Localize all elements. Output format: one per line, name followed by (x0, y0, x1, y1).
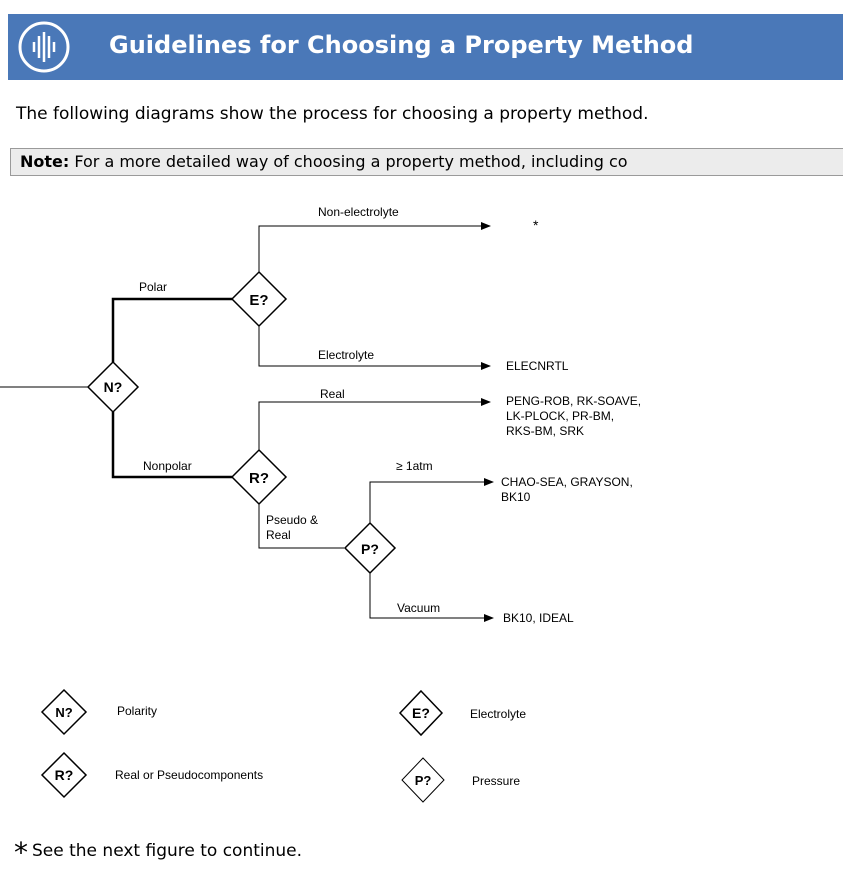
note-label: Note: (20, 152, 70, 171)
node-label-polarity: N? (104, 379, 123, 395)
footnote-asterisk: * (14, 836, 28, 869)
legend-polarity-symbol: N? (40, 688, 88, 736)
branch-label-pseudo-real-1: Pseudo & (266, 513, 318, 527)
note-text: For a more detailed way of choosing a pr… (69, 152, 628, 171)
node-label-pressure: P? (361, 541, 379, 557)
help-topic-logo-icon (18, 21, 70, 73)
branch-label-non-electrolyte: Non-electrolyte (318, 205, 399, 219)
result-high-pressure-1: CHAO-SEA, GRAYSON, (501, 475, 633, 489)
legend-electrolyte-symbol: E? (398, 689, 444, 737)
title-bar: Guidelines for Choosing a Property Metho… (8, 14, 843, 80)
note-box: Note: For a more detailed way of choosin… (10, 148, 843, 176)
node-label-electrolyte: E? (249, 292, 268, 309)
node-label-real-pseudo: R? (249, 470, 269, 487)
legend: N? Polarity E? Electrolyte R? Real or Ps… (40, 688, 526, 803)
result-real-1: PENG-ROB, RK-SOAVE, (506, 394, 641, 408)
legend-node-electrolyte: E? (412, 705, 430, 721)
result-high-pressure-2: BK10 (501, 490, 531, 504)
intro-text: The following diagrams show the process … (16, 104, 649, 124)
legend-real-pseudo-symbol: R? (40, 751, 88, 799)
branch-label-polar: Polar (139, 280, 167, 294)
footnote: *See the next figure to continue. (14, 836, 302, 869)
footnote-text: See the next figure to continue. (32, 841, 303, 861)
branch-label-electrolyte: Electrolyte (318, 348, 374, 362)
legend-node-pressure: P? (415, 773, 432, 788)
legend-node-polarity: N? (55, 705, 72, 720)
branch-label-nonpolar: Nonpolar (143, 459, 192, 473)
result-non-electrolyte: * (533, 217, 539, 233)
legend-label-real-pseudo: Real or Pseudocomponents (115, 768, 263, 782)
result-vacuum: BK10, IDEAL (503, 611, 574, 625)
page-title: Guidelines for Choosing a Property Metho… (109, 31, 694, 59)
decision-node-pressure: P? (343, 521, 397, 575)
decision-node-electrolyte: E? (230, 270, 288, 328)
result-real-3: RKS-BM, SRK (506, 424, 584, 438)
legend-node-real-pseudo: R? (55, 767, 74, 783)
legend-label-electrolyte: Electrolyte (470, 707, 526, 721)
branch-label-real: Real (320, 387, 345, 401)
branch-label-ge-1atm: ≥ 1atm (396, 459, 433, 473)
branch-label-vacuum: Vacuum (397, 601, 440, 615)
decision-node-real-pseudo: R? (230, 448, 288, 506)
branch-label-pseudo-real-2: Real (266, 528, 291, 542)
decision-node-polarity: N? (86, 360, 140, 414)
legend-label-polarity: Polarity (117, 704, 157, 718)
legend-label-pressure: Pressure (472, 774, 520, 788)
legend-pressure-symbol: P? (401, 757, 445, 803)
result-elecnrtl: ELECNRTL (506, 359, 569, 373)
result-real-2: LK-PLOCK, PR-BM, (506, 409, 614, 423)
flowchart-connectors (0, 222, 494, 622)
